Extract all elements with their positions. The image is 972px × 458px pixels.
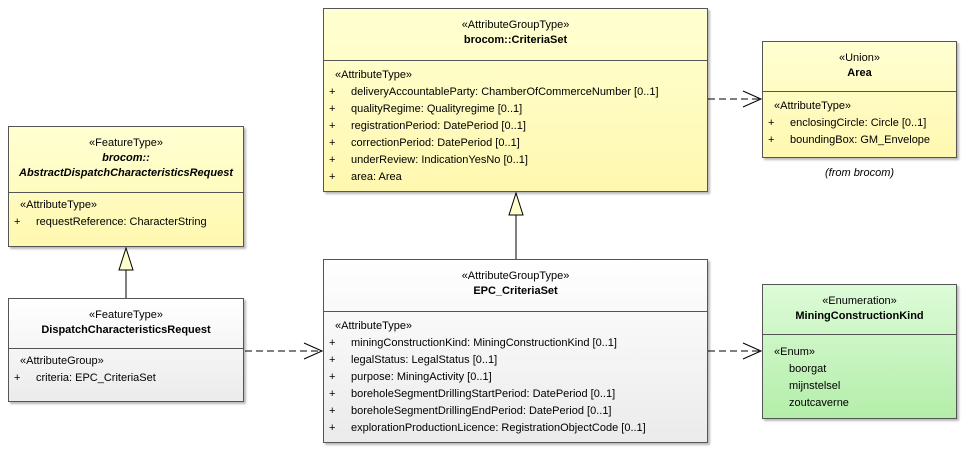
attribute-row: + correctionPeriod: DatePeriod [0..1] — [324, 135, 707, 152]
attributes-compartment: «AttributeType» + miningConstructionKind:… — [324, 312, 707, 437]
attribute-text: criteria: EPC_CriteriaSet — [36, 372, 156, 384]
visibility-marker: + — [14, 216, 21, 228]
attribute-row: + deliveryAccountableParty: ChamberOfComm… — [324, 84, 707, 101]
class-name: EPC_CriteriaSet — [473, 285, 558, 297]
generalization-arrowhead-dispatch — [118, 246, 134, 271]
attributes-compartment: «AttributeType» + requestReference: Char… — [9, 193, 243, 231]
visibility-marker: + — [329, 103, 336, 115]
section-stereotype: «AttributeGroup» — [20, 355, 104, 367]
stereotype-label: «Union» — [839, 52, 880, 64]
generalization-arrowhead-epc — [508, 191, 524, 216]
attributes-compartment: «AttributeGroup» + criteria: EPC_Criteri… — [9, 349, 243, 387]
visibility-marker: + — [329, 337, 336, 349]
stereotype-label: «AttributeGroupType» — [461, 19, 570, 31]
section-stereotype: «AttributeType» — [20, 199, 98, 211]
literals-compartment: «Enum» boorgat mijnstelsel zoutcaverne — [763, 335, 956, 412]
attribute-row: + explorationProductionLicence: Registrat… — [324, 420, 707, 437]
attribute-text: explorationProductionLicence: Registrati… — [351, 422, 646, 434]
attribute-row: + criteria: EPC_CriteriaSet — [9, 370, 243, 387]
attribute-row: + requestReference: CharacterString — [9, 214, 243, 231]
stereotype-label: «AttributeGroupType» — [461, 270, 570, 282]
attribute-text: enclosingCircle: Circle [0..1] — [790, 117, 927, 129]
attribute-text: boreholeSegmentDrillingStartPeriod: Date… — [351, 388, 616, 400]
attribute-text: underReview: IndicationYesNo [0..1] — [351, 154, 528, 166]
section-stereotype: «AttributeType» — [335, 320, 413, 332]
class-header: «FeatureType» brocom:: AbstractDispatchC… — [9, 127, 243, 193]
attributes-compartment: «AttributeType» + enclosingCircle: Circle… — [763, 92, 956, 149]
enum-literal: zoutcaverne — [789, 397, 849, 409]
class-name-line2: AbstractDispatchCharacteristicsRequest — [19, 167, 233, 179]
attribute-row: + qualityRegime: Qualityregime [0..1] — [324, 101, 707, 118]
class-name: DispatchCharacteristicsRequest — [41, 324, 211, 336]
attribute-row: + enclosingCircle: Circle [0..1] — [763, 115, 956, 132]
class-header: «Enumeration» MiningConstructionKind — [763, 285, 956, 335]
attribute-row: + boreholeSegmentDrillingStartPeriod: Dat… — [324, 386, 707, 403]
attribute-text: registrationPeriod: DatePeriod [0..1] — [351, 120, 526, 132]
visibility-marker: + — [329, 371, 336, 383]
visibility-marker: + — [329, 405, 336, 417]
visibility-marker: + — [329, 388, 336, 400]
dependency-arrowhead-criteria-area — [742, 90, 763, 108]
class-header: «AttributeGroupType» EPC_CriteriaSet — [324, 260, 707, 312]
attribute-text: purpose: MiningActivity [0..1] — [351, 371, 492, 383]
attribute-text: qualityRegime: Qualityregime [0..1] — [351, 103, 523, 115]
class-mining-construction-kind[interactable]: «Enumeration» MiningConstructionKind «En… — [762, 284, 957, 419]
attribute-text: boundingBox: GM_Envelope — [790, 134, 931, 146]
attribute-row: + boreholeSegmentDrillingEndPeriod: DateP… — [324, 403, 707, 420]
dependency-arrowhead-dispatch-epc — [303, 342, 324, 360]
attribute-text: area: Area — [351, 171, 402, 183]
attribute-text: requestReference: CharacterString — [36, 216, 207, 228]
attribute-row: + underReview: IndicationYesNo [0..1] — [324, 152, 707, 169]
attribute-text: boreholeSegmentDrillingEndPeriod: DatePe… — [351, 405, 612, 417]
stereotype-label: «FeatureType» — [89, 309, 163, 321]
package-note: (from brocom) — [824, 167, 895, 179]
class-header: «AttributeGroupType» brocom::CriteriaSet — [324, 9, 707, 61]
attribute-text: legalStatus: LegalStatus [0..1] — [351, 354, 498, 366]
class-name: Area — [847, 67, 872, 79]
visibility-marker: + — [768, 134, 775, 146]
section-stereotype: «AttributeType» — [335, 69, 413, 81]
attribute-row: + area: Area — [324, 169, 707, 186]
attribute-row: + miningConstructionKind: MiningConstruct… — [324, 335, 707, 352]
visibility-marker: + — [329, 354, 336, 366]
attribute-text: correctionPeriod: DatePeriod [0..1] — [351, 137, 520, 149]
attribute-row: + purpose: MiningActivity [0..1] — [324, 369, 707, 386]
visibility-marker: + — [14, 372, 21, 384]
attribute-text: miningConstructionKind: MiningConstructi… — [351, 337, 617, 349]
attribute-row: + boundingBox: GM_Envelope — [763, 132, 956, 149]
enum-literal: mijnstelsel — [789, 380, 841, 392]
attribute-text: deliveryAccountableParty: ChamberOfComme… — [351, 86, 659, 98]
attribute-row: + registrationPeriod: DatePeriod [0..1] — [324, 118, 707, 135]
visibility-marker: + — [329, 120, 336, 132]
visibility-marker: + — [329, 422, 336, 434]
class-criteria-set[interactable]: «AttributeGroupType» brocom::CriteriaSet… — [323, 8, 708, 192]
class-header: «FeatureType» DispatchCharacteristicsReq… — [9, 299, 243, 349]
class-area[interactable]: «Union» Area «AttributeType» + enclosingC… — [762, 41, 957, 158]
section-stereotype: «Enum» — [774, 346, 815, 358]
visibility-marker: + — [329, 171, 336, 183]
class-abstract-dispatch-request[interactable]: «FeatureType» brocom:: AbstractDispatchC… — [8, 126, 244, 247]
class-name: MiningConstructionKind — [795, 310, 924, 322]
section-stereotype: «AttributeType» — [774, 100, 852, 112]
stereotype-label: «FeatureType» — [89, 137, 163, 149]
visibility-marker: + — [329, 86, 336, 98]
visibility-marker: + — [768, 117, 775, 129]
attributes-compartment: «AttributeType» + deliveryAccountablePart… — [324, 61, 707, 186]
class-name: brocom::CriteriaSet — [463, 34, 568, 46]
class-epc-criteria-set[interactable]: «AttributeGroupType» EPC_CriteriaSet «At… — [323, 259, 708, 443]
class-header: «Union» Area — [763, 42, 956, 92]
visibility-marker: + — [329, 137, 336, 149]
class-name-line1: brocom:: — [102, 152, 150, 164]
dependency-arrowhead-epc-kind — [742, 342, 763, 360]
stereotype-label: «Enumeration» — [822, 295, 897, 307]
class-dispatch-request[interactable]: «FeatureType» DispatchCharacteristicsReq… — [8, 298, 244, 402]
visibility-marker: + — [329, 154, 336, 166]
enum-literal: boorgat — [789, 363, 827, 375]
attribute-row: + legalStatus: LegalStatus [0..1] — [324, 352, 707, 369]
